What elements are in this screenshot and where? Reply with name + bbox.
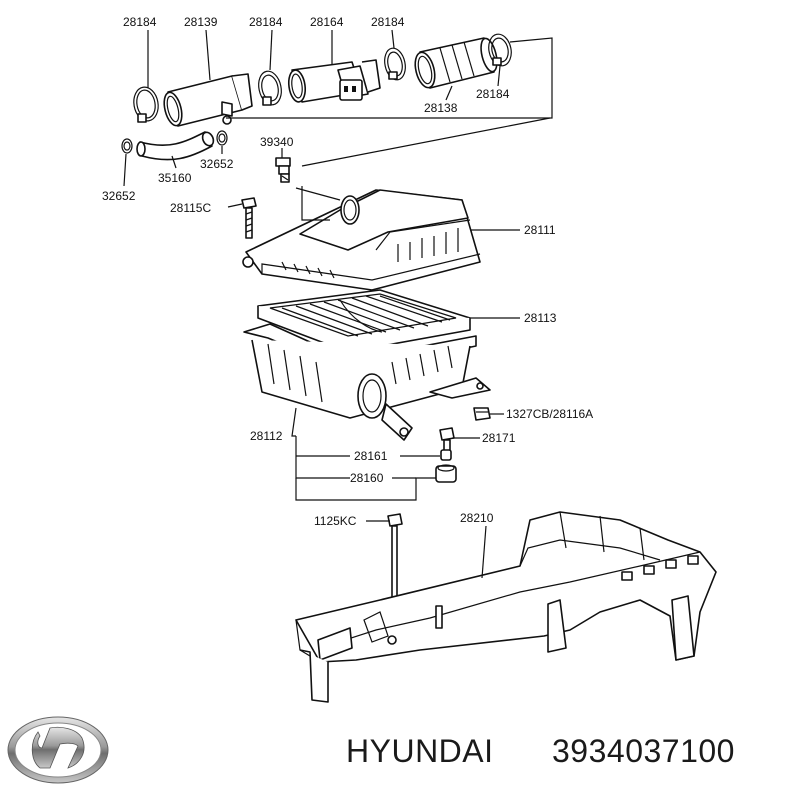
- label-32652-b: 32652: [200, 157, 234, 171]
- clamp-32652-right: [216, 130, 228, 146]
- bolt-1125kc: [387, 513, 403, 637]
- label-35160: 35160: [158, 171, 192, 185]
- label-32652-a: 32652: [102, 189, 136, 203]
- label-28210: 28210: [460, 511, 494, 525]
- label-28161: 28161: [354, 449, 388, 463]
- label-28160: 28160: [350, 471, 384, 485]
- label-28164: 28164: [310, 15, 344, 29]
- label-39340: 39340: [260, 135, 294, 149]
- hyundai-logo: [7, 716, 109, 784]
- bolt-28115c: [241, 197, 257, 239]
- clamp-28184-third: [384, 47, 406, 81]
- part-labels: 28184 28139 28184 28164 28184 28138 2818…: [102, 15, 593, 528]
- breather-hose-35160: [136, 131, 215, 161]
- leader-lines: [123, 29, 553, 579]
- bellows-hose-28138: [414, 37, 498, 89]
- label-28184-b: 28184: [249, 15, 283, 29]
- label-1327cb-28116a: 1327CB/28116A: [506, 407, 593, 421]
- sensor-39340: [275, 157, 291, 183]
- nut-1327cb: [473, 407, 491, 421]
- part-number: 3934037100: [552, 733, 735, 769]
- mount-28160: [435, 464, 457, 483]
- clamp-28184-left: [133, 86, 159, 123]
- bracket-28210: [295, 511, 717, 703]
- air-cleaner-cover-28111: [242, 189, 481, 291]
- collar-28161: [440, 449, 452, 461]
- label-28184-a: 28184: [123, 15, 157, 29]
- bolt-28171: [439, 427, 455, 453]
- duct-28139: [163, 73, 253, 127]
- airflow-sensor-28164: [287, 59, 381, 103]
- brand-name: HYUNDAI: [346, 733, 494, 769]
- label-28138: 28138: [424, 101, 458, 115]
- label-28139: 28139: [184, 15, 218, 29]
- label-28111: 28111: [524, 223, 556, 237]
- clamp-32652-left: [121, 138, 133, 154]
- air-cleaner-body-28112: [243, 323, 491, 441]
- clamp-28184-right: [488, 33, 512, 67]
- label-28115c: 28115C: [170, 201, 211, 215]
- label-28184-c: 28184: [371, 15, 405, 29]
- label-1125kc: 1125KC: [314, 514, 357, 528]
- label-28113: 28113: [524, 311, 557, 325]
- label-28171: 28171: [482, 431, 516, 445]
- label-28112: 28112: [250, 429, 283, 443]
- label-28184-d: 28184: [476, 87, 510, 101]
- clamp-28184-second: [258, 70, 282, 106]
- filter-element-28113: [257, 289, 471, 353]
